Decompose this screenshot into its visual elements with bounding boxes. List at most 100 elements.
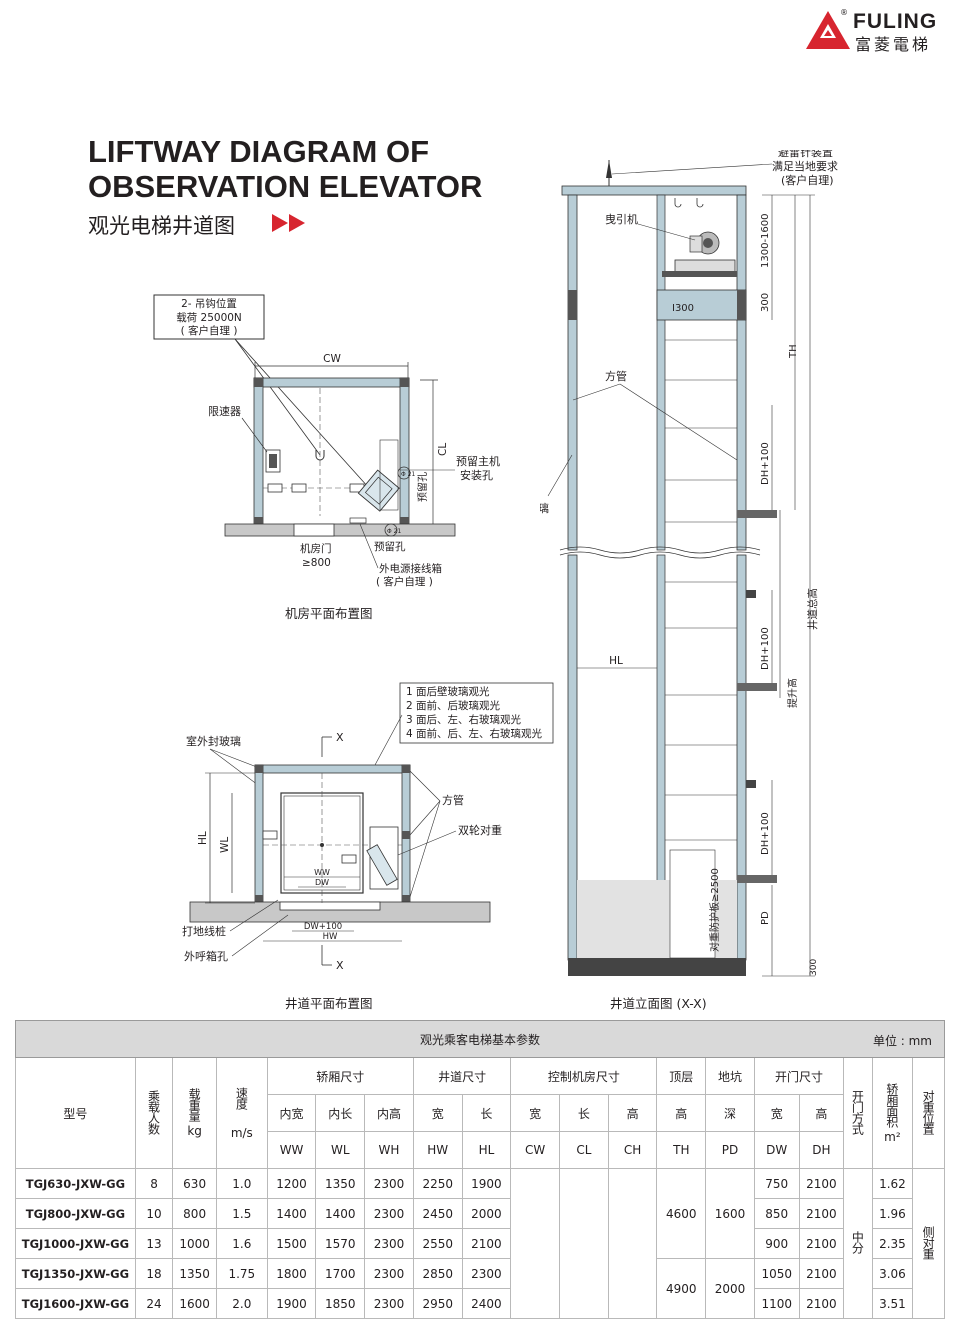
hook-label-1: 2- 吊钩位置	[181, 297, 237, 310]
door-label-1: 机房门	[300, 542, 332, 555]
i300-label: I300	[672, 303, 694, 314]
table-unit: 单位 : mm	[872, 1034, 932, 1048]
cell-dw: 1100	[753, 1288, 800, 1319]
cell-model: TGJ1000-JXW-GG	[15, 1228, 136, 1259]
header-door-w: 宽	[753, 1094, 800, 1132]
cell-speed: 1.5	[215, 1198, 268, 1229]
ww-label: WW	[314, 868, 330, 877]
table-row: TGJ1350-JXW-GG 18 1350 1.75 1800 1700 23…	[15, 1258, 945, 1319]
cell-area: 3.51	[871, 1288, 914, 1319]
cell-dw: 1050	[753, 1258, 800, 1289]
cell-speed: 1.0	[215, 1168, 268, 1199]
cell-pd-a: 1600	[705, 1168, 755, 1259]
machine-room-plan: 2- 吊钩位置 载荷 25000N ( 客户自理 ) CW CL 限速器 Φ 2…	[153, 294, 500, 588]
cell-dh: 2100	[798, 1228, 845, 1259]
cell-persons: 10	[134, 1198, 174, 1229]
cell-wh: 2300	[364, 1168, 414, 1199]
registered-mark: ®	[840, 8, 848, 17]
header-car: 轿厢尺寸	[266, 1057, 414, 1095]
cw-label: CW	[323, 353, 341, 365]
cell-area: 1.62	[871, 1168, 914, 1199]
option-1: 1 面后壁玻璃观光	[406, 685, 490, 698]
hole-circle-1: Φ 21	[401, 471, 415, 478]
hole-circle-2: Φ 21	[387, 528, 401, 535]
header-car-h: 内高	[364, 1094, 414, 1132]
header-room: 控制机房尺寸	[510, 1057, 658, 1095]
cell-ch	[607, 1168, 658, 1319]
cell-dw: 850	[753, 1198, 800, 1229]
code-hl: HL	[461, 1131, 512, 1169]
cell-wl: 1350	[315, 1168, 366, 1199]
code-dh: DH	[798, 1131, 845, 1169]
outdoor-elev-label-2: 封玻璃	[540, 501, 549, 515]
fuling-logo-icon	[806, 11, 850, 49]
power-label-1: 外电源接线箱	[379, 562, 442, 575]
hook-label-2: 载荷 25000N	[176, 312, 242, 324]
dw100-label: DW+100	[304, 922, 342, 932]
option-3: 3 面后、左、右玻璃观光	[406, 713, 522, 726]
cell-wh: 2300	[364, 1288, 414, 1319]
cell-cw-pos: 侧对重	[912, 1168, 945, 1319]
cell-hw: 2950	[412, 1288, 463, 1319]
lightning-label-2: 满足当地要求	[772, 159, 838, 173]
header-pit: 地坑	[705, 1057, 755, 1095]
machine-room-caption: 机房平面布置图	[285, 606, 373, 621]
header-door-type: 开门方式	[843, 1057, 873, 1169]
door-label-2: ≥800	[302, 557, 331, 569]
cell-speed: 2.0	[215, 1288, 268, 1319]
cell-hl: 2400	[461, 1288, 512, 1319]
cell-cl	[559, 1168, 609, 1319]
cell-dh: 2100	[798, 1168, 845, 1199]
square-tube-elev-label: 方管	[605, 369, 627, 383]
header-shaft-w: 宽	[412, 1094, 463, 1132]
header-room-w: 宽	[510, 1094, 561, 1132]
cell-hl: 2000	[461, 1198, 512, 1229]
title-line2: OBSERVATION ELEVATOR	[88, 169, 483, 204]
dh3-label: DH+100	[760, 812, 771, 855]
cell-wl: 1570	[315, 1228, 366, 1259]
lightning-label-3: (客户自理)	[781, 173, 834, 187]
code-cl: CL	[559, 1131, 609, 1169]
header-room-l: 长	[559, 1094, 609, 1132]
header-cw-pos: 对重位置	[912, 1057, 945, 1169]
lightning-label-1: 避雷针装置	[778, 150, 833, 159]
cell-model: TGJ800-JXW-GG	[15, 1198, 136, 1229]
title-cn: 观光电梯井道图	[88, 214, 235, 238]
brand-name-cn: 富菱電梯	[855, 35, 932, 54]
cell-hl: 2100	[461, 1228, 512, 1259]
cell-hw: 2250	[412, 1168, 463, 1199]
hook-callout-box	[153, 294, 265, 340]
cell-ww: 1200	[266, 1168, 317, 1199]
shaft-plan-caption: 井道平面布置图	[285, 996, 373, 1011]
header-model: 型号	[15, 1057, 136, 1169]
hl-label: HL	[197, 831, 209, 845]
header-door: 开门尺寸	[753, 1057, 845, 1095]
cell-hl: 1900	[461, 1168, 512, 1199]
header-shaft-l: 长	[461, 1094, 512, 1132]
square-tube-label: 方管	[442, 793, 464, 807]
cell-load: 1350	[172, 1258, 217, 1289]
cell-ww: 1400	[266, 1198, 317, 1229]
cell-dh: 2100	[798, 1258, 845, 1289]
header-persons: 乘载人数	[134, 1057, 174, 1169]
header-car-l: 内长	[315, 1094, 366, 1132]
th-label: TH	[788, 344, 799, 359]
cell-dw: 900	[753, 1228, 800, 1259]
cell-door-type: 中分	[843, 1168, 873, 1319]
cell-wl: 1400	[315, 1198, 366, 1229]
cell-model: TGJ1350-JXW-GG	[15, 1258, 136, 1289]
cell-dh: 2100	[798, 1198, 845, 1229]
cell-hw: 2850	[412, 1258, 463, 1289]
buffer-label: 对重防护板≥2500	[708, 868, 721, 952]
cell-pd-b: 2000	[705, 1258, 755, 1319]
x-bottom-label: X	[336, 959, 344, 972]
code-wl: WL	[315, 1131, 366, 1169]
d300a-label: 300	[760, 293, 771, 312]
shaft-plan: 1 面后壁玻璃观光 2 面前、后玻璃观光 3 面后、左、右玻璃观光 4 面前、后…	[182, 682, 554, 972]
cell-area: 1.96	[871, 1198, 914, 1229]
header-room-h: 高	[607, 1094, 658, 1132]
header-pit-d: 深	[705, 1094, 755, 1132]
